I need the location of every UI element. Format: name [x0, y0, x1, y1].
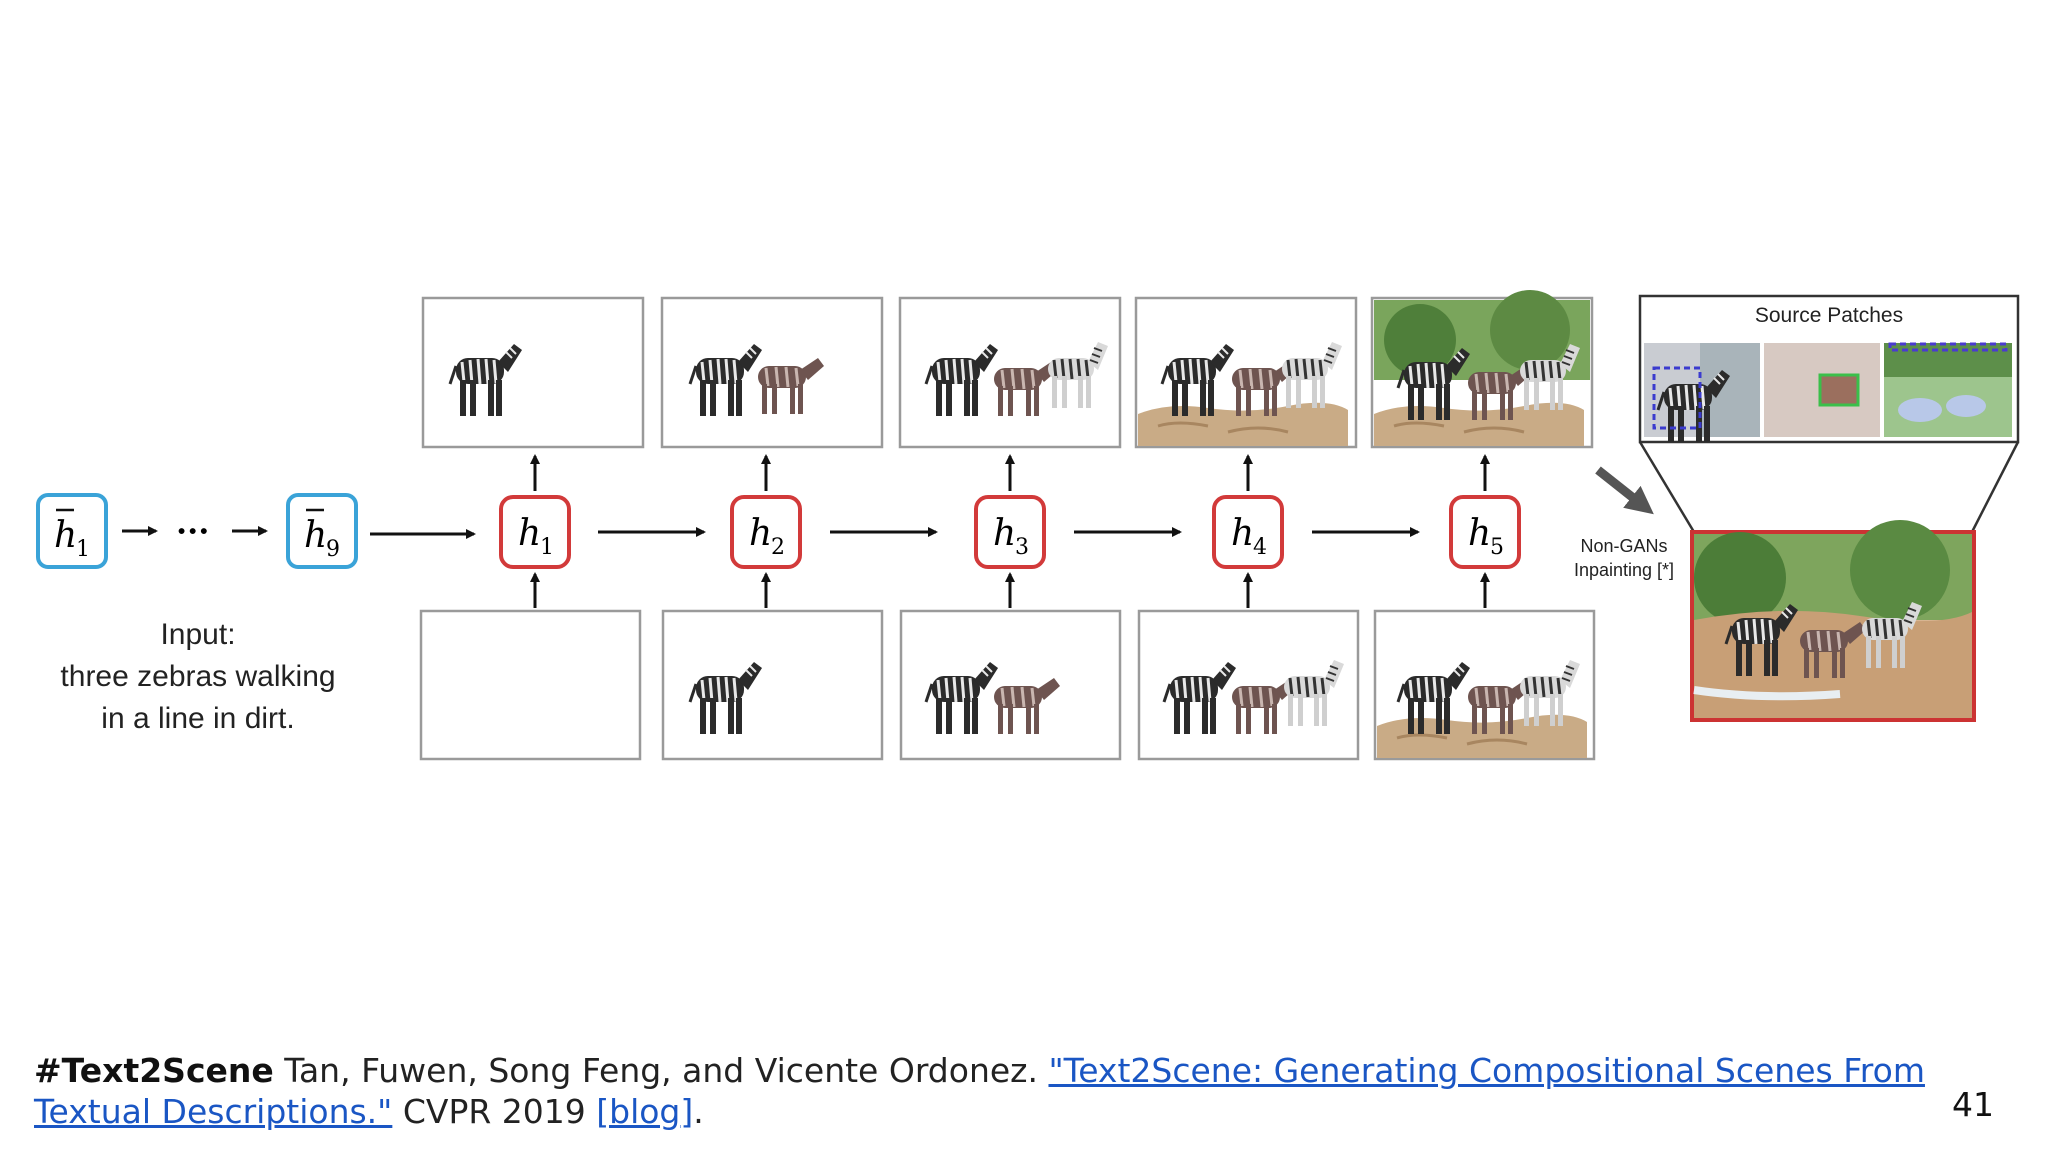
- decoder-state-h3: [974, 495, 1046, 569]
- encoder-h9-symbol: h: [304, 515, 327, 556]
- input-canvas-1: [419, 609, 642, 761]
- input-caption-line1: Input:: [160, 618, 235, 651]
- output-canvas-2: [660, 296, 884, 449]
- decoder-h3-subscript: 3: [1015, 535, 1029, 560]
- input-canvas-4: [1137, 609, 1360, 761]
- source-patches-title: Source Patches: [1755, 304, 1903, 327]
- input-caption-line2: three zebras walking: [60, 660, 335, 693]
- encoder-h1-subscript: 1: [76, 537, 90, 562]
- decoder-h4-subscript: 4: [1253, 535, 1267, 560]
- citation: #Text2Scene Tan, Fuwen, Song Feng, and V…: [34, 1050, 1934, 1132]
- output-canvas-4: [1134, 296, 1358, 449]
- decoder-state-h1: [499, 495, 571, 569]
- citation-end: .: [693, 1092, 704, 1131]
- page-number: 41: [1952, 1085, 1994, 1124]
- decoder-h1-symbol: h: [518, 513, 541, 554]
- encoder-h9-subscript: 9: [326, 537, 340, 562]
- blog-link[interactable]: [blog]: [596, 1092, 694, 1131]
- decoder-state-h2: [730, 495, 802, 569]
- decoder-h5-subscript: 5: [1490, 535, 1504, 560]
- output-canvas-1: [421, 296, 645, 449]
- input-caption-line3: in a line in dirt.: [101, 702, 294, 735]
- decoder-h5-symbol: h: [1468, 513, 1491, 554]
- citation-tag: #Text2Scene: [34, 1051, 274, 1090]
- inpainting-label: Non-GANs Inpainting [*]: [1574, 536, 1674, 580]
- paper-title-link[interactable]: "Text2Scene: Generating Compositional Sc…: [34, 1051, 1925, 1131]
- decoder-state-h4: [1212, 495, 1284, 569]
- inpainting-pointer-arrow: [1595, 466, 1654, 515]
- encoder-ellipsis: ···: [176, 512, 209, 550]
- output-canvas-3: [898, 296, 1122, 449]
- output-canvas-5: [1370, 290, 1594, 449]
- encoder: h 1 ··· h 9: [36, 493, 476, 569]
- input-canvases: [419, 609, 1596, 761]
- source-patches-panel: Source Patches: [1638, 294, 2020, 533]
- decoder-h1-subscript: 1: [540, 535, 554, 560]
- encoder-state-h1-bar: [36, 493, 108, 569]
- inpainting-label-line1: Non-GANs: [1580, 536, 1667, 556]
- inpainting-label-line2: Inpainting [*]: [1574, 560, 1674, 580]
- input-canvas-2: [661, 609, 884, 761]
- decoder-h2-subscript: 2: [771, 535, 785, 560]
- decoder-h4-symbol: h: [1231, 513, 1254, 554]
- decoder: h 1 h 2 h 3 h 4 h 5: [499, 454, 1521, 608]
- final-inpainted-image: [1690, 520, 1976, 722]
- output-canvases: [421, 290, 1594, 449]
- encoder-h1-symbol: h: [54, 515, 77, 556]
- encoder-state-h9-bar: [286, 493, 358, 569]
- input-canvas-5: [1373, 609, 1596, 761]
- citation-venue: CVPR 2019: [392, 1092, 597, 1131]
- decoder-state-h5: [1449, 495, 1521, 569]
- citation-authors: Tan, Fuwen, Song Feng, and Vicente Ordon…: [273, 1051, 1049, 1090]
- input-canvas-3: [899, 609, 1122, 761]
- decoder-h3-symbol: h: [993, 513, 1016, 554]
- input-caption: Input: three zebras walking in a line in…: [60, 618, 335, 735]
- decoder-h2-symbol: h: [749, 513, 772, 554]
